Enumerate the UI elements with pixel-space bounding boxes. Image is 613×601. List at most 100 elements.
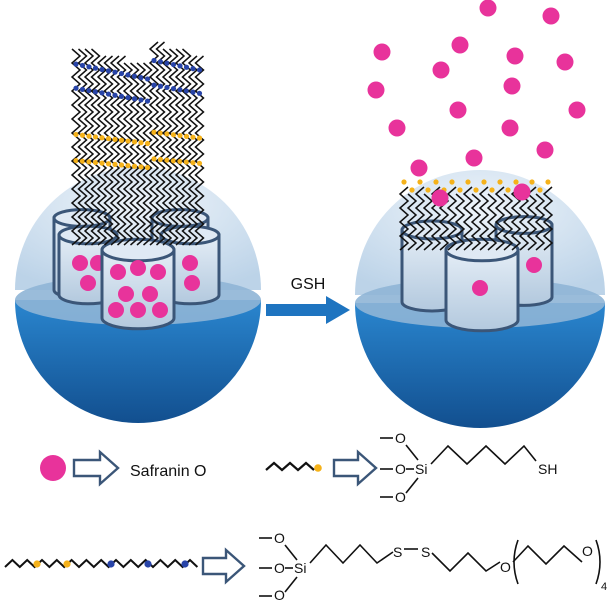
peg-bead: [73, 85, 79, 91]
thiol-bead: [170, 132, 177, 138]
cleaved-chain: [494, 179, 506, 251]
thiol-bead: [183, 159, 190, 165]
dye-name-label: Safranin O: [130, 463, 206, 480]
hollow-arrow-icon-2: [332, 449, 378, 487]
chain-strand: [470, 193, 482, 251]
peg-bead: [125, 94, 131, 101]
silicon-atom-2: Si: [294, 560, 306, 576]
thiol-bead: [196, 135, 203, 141]
arrow-label: GSH: [291, 276, 326, 293]
arrow-head: [326, 296, 350, 324]
thiol-bead: [157, 130, 164, 136]
dye-molecule: [182, 255, 198, 271]
peg-bead: [181, 560, 189, 568]
propyl-chain: [430, 444, 537, 466]
chain-strand: [462, 186, 474, 251]
thiol-bead: [112, 136, 118, 142]
gatekeeper-chain: [116, 55, 127, 246]
peg-bead: [112, 92, 118, 98]
thiol-bead: [138, 164, 144, 170]
cleaved-chain: [470, 187, 482, 251]
peg-bead: [151, 82, 157, 88]
peg-bead: [144, 560, 152, 568]
thiol-bead: [190, 134, 196, 140]
cleaved-chain: [454, 187, 466, 251]
gatekeeper-chain: [148, 41, 160, 246]
methoxy-o-2: O: [395, 461, 406, 477]
released-dye-molecule: [410, 159, 428, 177]
released-dye-molecule: [479, 0, 497, 17]
dye-molecule: [130, 260, 146, 276]
peg-bead: [177, 87, 183, 93]
cleaved-chain: [462, 179, 474, 251]
gatekeeper-chain: [83, 48, 95, 246]
peg-bead: [86, 64, 92, 70]
peg-bead: [79, 62, 86, 69]
released-dye-molecule: [465, 149, 483, 167]
thiol-bead: [196, 160, 203, 166]
thiol-bead: [457, 187, 463, 193]
gatekeeper-chain: [168, 48, 179, 246]
open-pore-front: [444, 237, 520, 333]
dye-molecule: [110, 264, 126, 280]
gatekeeper-chain: [70, 48, 82, 246]
chain-strand: [478, 186, 490, 251]
sphere-lower-shell: [15, 300, 261, 423]
gatekeeper-chain: [187, 55, 199, 246]
thiol-bead: [157, 156, 164, 163]
dye-molecule: [472, 280, 488, 296]
released-dye-molecule: [568, 101, 586, 119]
gatekeeper-chain: [161, 48, 173, 246]
peg-bead: [164, 60, 170, 66]
thiol-bead: [164, 157, 170, 163]
thiol-bead: [401, 179, 407, 185]
chain-strand: [161, 48, 173, 246]
dye-molecule: [184, 275, 200, 291]
peg-bead: [164, 84, 170, 91]
gatekeeper-chain: [90, 48, 101, 246]
thiol-bead: [489, 187, 495, 193]
peg-bead: [138, 75, 144, 81]
thiol-bead: [537, 187, 543, 193]
released-dye-molecules: [367, 0, 586, 207]
peg-bead: [118, 70, 125, 77]
peg-bead: [99, 90, 105, 96]
peg-bead: [190, 66, 196, 72]
sphere-lower-shell-right: [355, 303, 605, 428]
chain-strand: [122, 62, 134, 246]
peg-bead: [73, 61, 79, 67]
thiol-bead: [92, 134, 99, 140]
thiol-bead: [417, 179, 423, 185]
thiol-bead: [190, 160, 196, 166]
thiol-bead: [86, 159, 92, 165]
released-dye-molecule: [501, 119, 519, 137]
chain-strand: [446, 186, 458, 251]
chain-strand: [181, 48, 192, 246]
chain-strand: [526, 186, 538, 251]
dye-molecule: [150, 264, 166, 280]
dye-molecule: [118, 286, 134, 302]
gatekeeper-chains: [70, 41, 205, 246]
thiol-bead: [79, 132, 86, 138]
methoxy-o-3: O: [395, 489, 406, 505]
dye-molecule: [72, 255, 88, 271]
peg-bead: [144, 76, 151, 82]
peg-bead: [138, 97, 144, 103]
hollow-arrow-icon: [72, 449, 120, 487]
dye-molecule: [130, 302, 146, 318]
dye-molecule: [80, 275, 96, 291]
peg-bead: [183, 64, 190, 70]
gatekeeper-chain: [194, 55, 205, 246]
peg-bead: [144, 98, 151, 104]
chain-strand: [194, 55, 205, 246]
released-dye-molecule: [556, 53, 574, 71]
thiol-bead: [125, 138, 131, 144]
cleaved-chain: [414, 179, 426, 251]
peg-bead: [118, 93, 125, 100]
gatekeeper-chain: [155, 41, 166, 246]
thiol-bead-icon: [314, 464, 322, 472]
peg-bead: [177, 63, 183, 69]
released-dye-molecule: [542, 7, 560, 25]
released-dye-molecule: [388, 119, 406, 137]
